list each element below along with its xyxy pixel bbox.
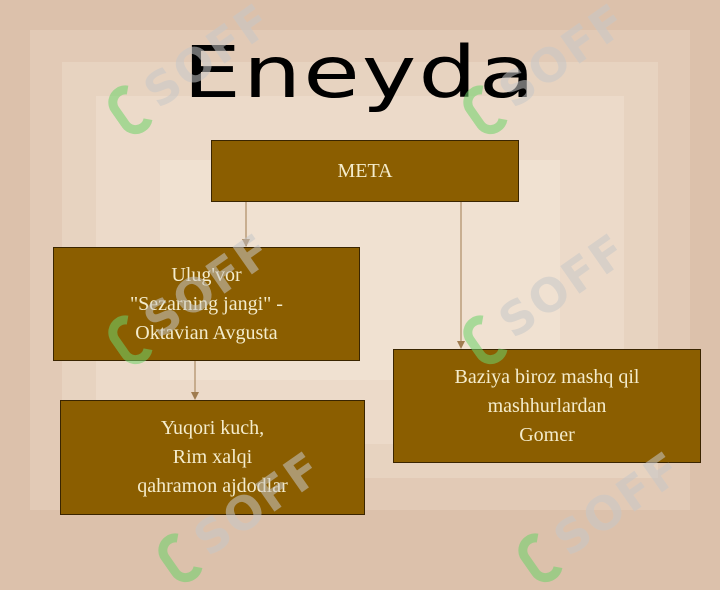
- box-yuqori-line-2: Rim xalqi: [172, 446, 253, 468]
- box-baziya-line-1: Baziya biroz mashq qil: [454, 365, 640, 388]
- box-baziya-line-3: Gomer: [519, 423, 575, 446]
- box-ulugvor: Ulug'vor "Sezarning jangi" - Oktavian Av…: [53, 247, 360, 361]
- box-ulugvor-line-3: Oktavian Avgusta: [135, 321, 278, 344]
- box-baziya-line-2: mashhurlardan: [487, 394, 607, 417]
- box-ulugvor-line-2: "Sezarning jangi" -: [130, 292, 283, 315]
- box-ulugvor-line-1: Ulug'vor: [171, 263, 242, 286]
- box-meta: META: [211, 140, 519, 202]
- box-meta-line-1: META: [337, 159, 393, 182]
- box-baziya: Baziya biroz mashq qil mashhurlardan Gom…: [393, 349, 701, 463]
- box-yuqori: Yuqori kuch, Rim xalqi qahramon ajdodlar: [60, 400, 365, 515]
- box-yuqori-line-3: qahramon ajdodlar: [137, 475, 288, 497]
- box-yuqori-line-1: Yuqori kuch,: [160, 417, 265, 439]
- connectors: [191, 202, 465, 400]
- slide-title: Eneyda: [182, 30, 538, 115]
